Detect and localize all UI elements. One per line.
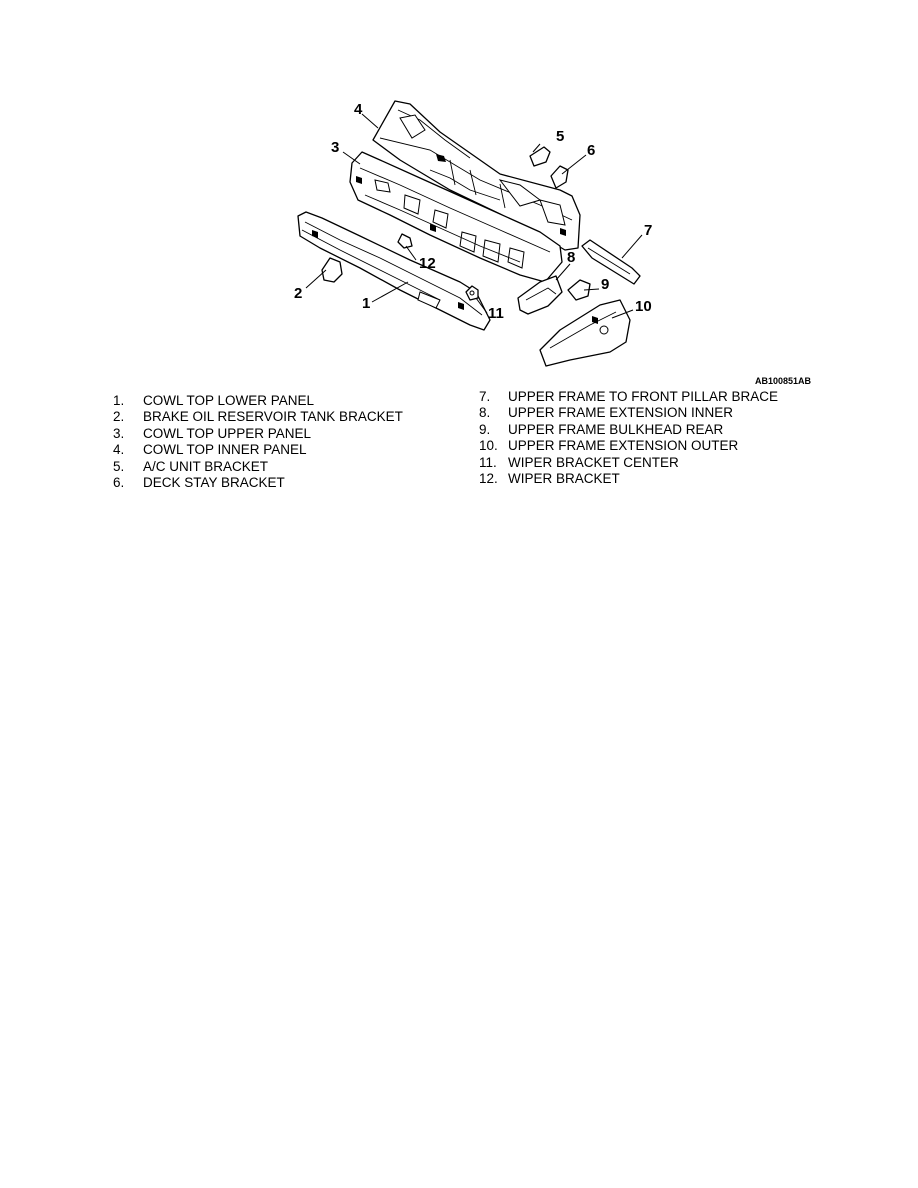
legend-label: COWL TOP LOWER PANEL — [143, 393, 315, 408]
exploded-parts-diagram: 1 2 3 4 5 6 7 8 9 10 11 12 AB100851AB — [294, 100, 812, 386]
legend-item: 3. COWL TOP UPPER PANEL — [113, 426, 403, 442]
legend-number: 8. — [479, 405, 491, 421]
legend-label: COWL TOP INNER PANEL — [143, 442, 307, 458]
part-cowl-top-upper-panel — [349, 151, 563, 283]
callout-10: 10 — [635, 298, 652, 315]
callout-7: 7 — [644, 222, 652, 239]
legend-item: 11. WIPER BRACKET CENTER — [479, 455, 778, 471]
callout-11: 11 — [488, 305, 504, 322]
legend-number: 5. — [113, 458, 125, 474]
legend-number: 7. — [479, 389, 491, 404]
legend-item: 2. BRAKE OIL RESERVOIR TANK BRACKET — [113, 409, 403, 425]
legend-item: 6. DECK STAY BRACKET — [113, 475, 403, 491]
legend-number: 10. — [479, 438, 498, 454]
legend-item: 12. WIPER BRACKET — [479, 471, 778, 487]
legend-label: DECK STAY BRACKET — [143, 475, 285, 491]
legend-left-column: 1. COWL TOP LOWER PANEL 2. BRAKE OIL RESER… — [113, 393, 403, 491]
figure-id: AB100851AB — [755, 376, 812, 386]
callout-3: 3 — [331, 139, 339, 156]
legend-number: 3. — [113, 425, 125, 441]
part-wiper-bracket — [397, 233, 413, 249]
callout-6: 6 — [587, 142, 595, 159]
part-brake-oil-reservoir-tank-bracket — [321, 257, 343, 283]
legend-label: UPPER FRAME EXTENSION OUTER — [508, 438, 739, 454]
legend-number: 1. — [113, 393, 125, 408]
legend-number: 11. — [479, 454, 497, 470]
legend-item: 4. COWL TOP INNER PANEL — [113, 442, 403, 458]
legend-label: A/C UNIT BRACKET — [143, 458, 269, 474]
legend-item: 9. UPPER FRAME BULKHEAD REAR — [479, 422, 778, 438]
legend-item: 7. UPPER FRAME TO FRONT PILLAR BRACE — [479, 389, 778, 405]
part-wiper-bracket-center — [465, 285, 479, 301]
part-cowl-top-inner-panel — [372, 100, 581, 251]
legend-label: BRAKE OIL RESERVOIR TANK BRACKET — [143, 409, 403, 425]
legend-label: COWL TOP UPPER PANEL — [143, 425, 312, 441]
legend-right-column: 7. UPPER FRAME TO FRONT PILLAR BRACE 8. UP… — [479, 389, 778, 487]
leader-lines — [305, 113, 643, 319]
legend-number: 4. — [113, 442, 125, 458]
callout-9: 9 — [601, 276, 609, 293]
callout-5: 5 — [556, 128, 564, 145]
part-upper-frame-extension-inner — [517, 275, 563, 315]
legend-item: 1. COWL TOP LOWER PANEL — [113, 393, 403, 409]
part-upper-frame-to-front-pillar-brace — [581, 239, 641, 285]
callout-1: 1 — [362, 295, 370, 312]
legend-label: UPPER FRAME BULKHEAD REAR — [508, 421, 724, 437]
callout-4: 4 — [354, 101, 363, 118]
part-upper-frame-extension-outer — [539, 299, 631, 367]
callout-12: 12 — [419, 255, 436, 272]
legend-number: 6. — [113, 475, 125, 491]
legend-number: 2. — [113, 409, 125, 425]
legend-number: 9. — [479, 421, 491, 437]
callout-2: 2 — [294, 285, 302, 302]
legend-label: UPPER FRAME TO FRONT PILLAR BRACE — [508, 389, 779, 404]
legend-label: WIPER BRACKET CENTER — [508, 454, 679, 470]
legend-label: WIPER BRACKET — [508, 471, 620, 487]
legend-item: 8. UPPER FRAME EXTENSION INNER — [479, 405, 778, 421]
part-ac-unit-bracket — [529, 146, 551, 167]
legend-item: 10. UPPER FRAME EXTENSION OUTER — [479, 438, 778, 454]
part-cowl-top-lower-panel — [297, 211, 491, 331]
legend-label: UPPER FRAME EXTENSION INNER — [508, 405, 734, 421]
part-deck-stay-bracket — [550, 165, 569, 189]
legend-number: 12. — [479, 471, 498, 487]
legend-item: 5. A/C UNIT BRACKET — [113, 459, 403, 475]
callout-8: 8 — [567, 249, 575, 266]
